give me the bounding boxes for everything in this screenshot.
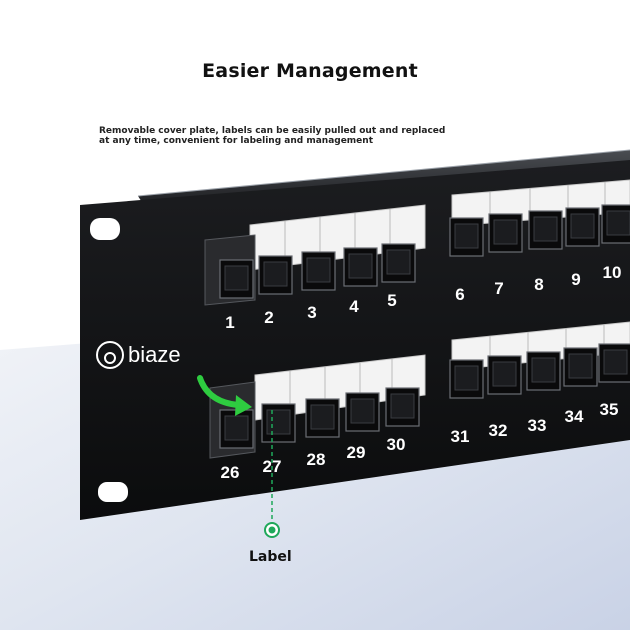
brand-logo-mark bbox=[96, 341, 124, 369]
port-number: 1 bbox=[225, 313, 234, 332]
port-number: 32 bbox=[489, 421, 508, 440]
pull-arrow bbox=[197, 375, 241, 408]
mount-hole-top bbox=[90, 218, 120, 240]
port-number: 2 bbox=[264, 308, 273, 327]
mount-hole-bottom bbox=[98, 482, 128, 502]
port-number: 28 bbox=[307, 450, 326, 469]
headline: Easier Management bbox=[202, 60, 418, 82]
description: Removable cover plate, labels can be eas… bbox=[99, 126, 446, 146]
port-number: 8 bbox=[534, 275, 543, 294]
port-number: 9 bbox=[571, 270, 580, 289]
port-number: 30 bbox=[387, 435, 406, 454]
port-number: 34 bbox=[565, 407, 584, 426]
port-number: 35 bbox=[600, 400, 619, 419]
port-number: 29 bbox=[347, 443, 366, 462]
port-number: 3 bbox=[307, 303, 316, 322]
port-number: 6 bbox=[455, 285, 464, 304]
port-number: 33 bbox=[528, 416, 547, 435]
port-number: 7 bbox=[494, 279, 503, 298]
port-number: 26 bbox=[221, 463, 240, 482]
port-number: 5 bbox=[387, 291, 396, 310]
label-caption: Label bbox=[249, 549, 292, 565]
port-number: 4 bbox=[349, 297, 359, 316]
port-number: 31 bbox=[451, 427, 470, 446]
brand-name: biaze bbox=[128, 342, 181, 367]
port-number: 10 bbox=[603, 263, 622, 282]
